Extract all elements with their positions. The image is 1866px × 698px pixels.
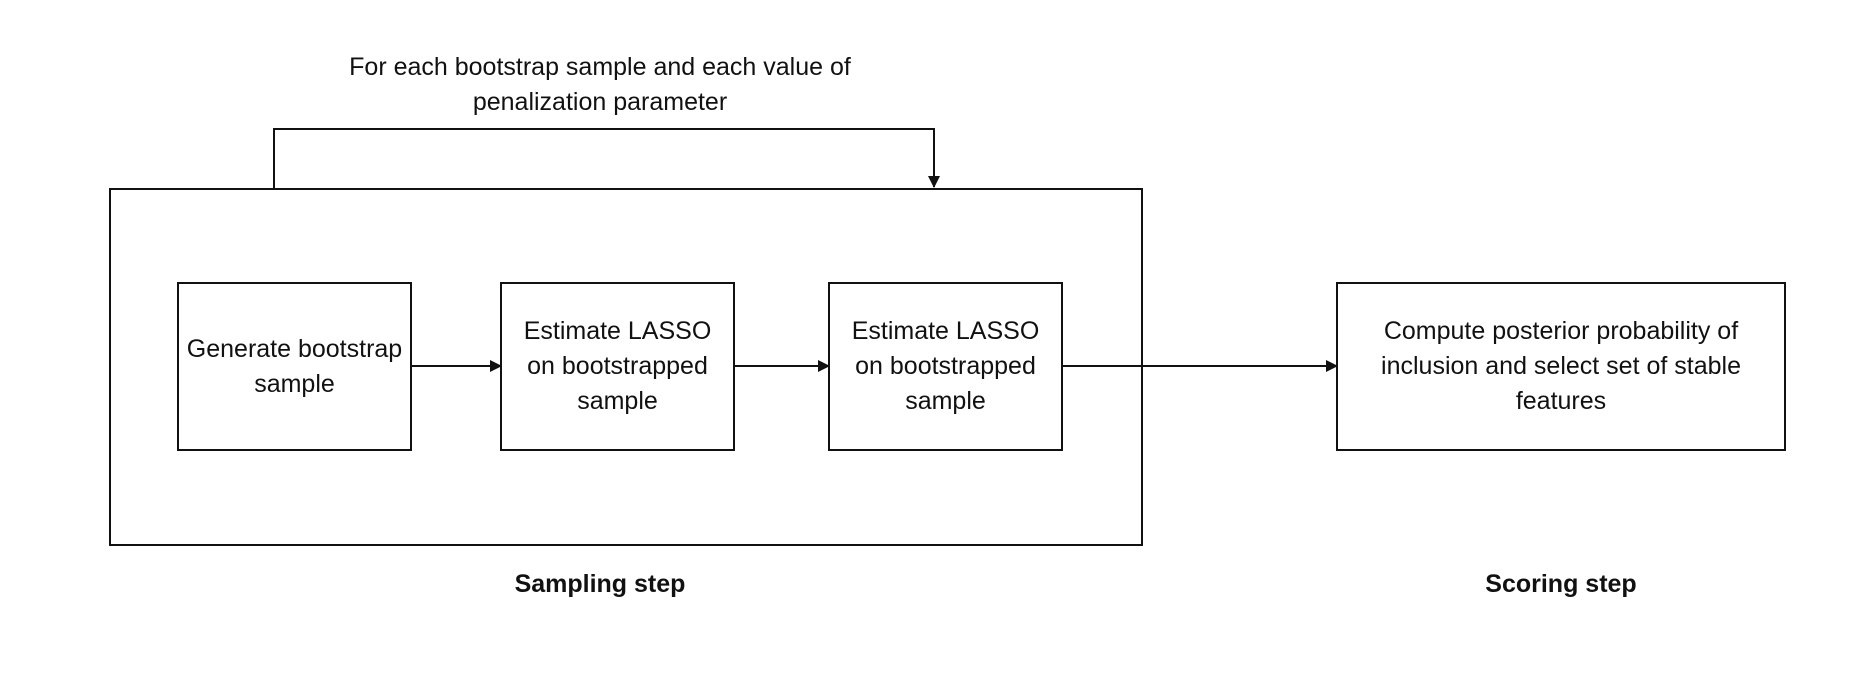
loop-caption: For each bootstrap sample and each value… [349, 53, 851, 116]
sampling-step-label: Sampling step [514, 570, 686, 598]
estimate-lasso-label-2: Estimate LASSO on bootstrapped sample [851, 317, 1040, 415]
generate-bootstrap-label: Generate bootstrap sample [186, 334, 403, 398]
sampling-container [109, 188, 1143, 546]
generate-bootstrap-node: Generate bootstrap sample [177, 282, 412, 451]
compute-posterior-node: Compute posterior probability of inclusi… [1336, 282, 1786, 451]
scoring-step-label: Scoring step [1485, 570, 1637, 598]
estimate-lasso-node-2: Estimate LASSO on bootstrapped sample [828, 282, 1063, 451]
compute-posterior-label: Compute posterior probability of inclusi… [1381, 317, 1741, 415]
estimate-lasso-node-1: Estimate LASSO on bootstrapped sample [500, 282, 735, 451]
loop-arrow [273, 128, 940, 188]
estimate-lasso-label-1: Estimate LASSO on bootstrapped sample [523, 317, 712, 415]
